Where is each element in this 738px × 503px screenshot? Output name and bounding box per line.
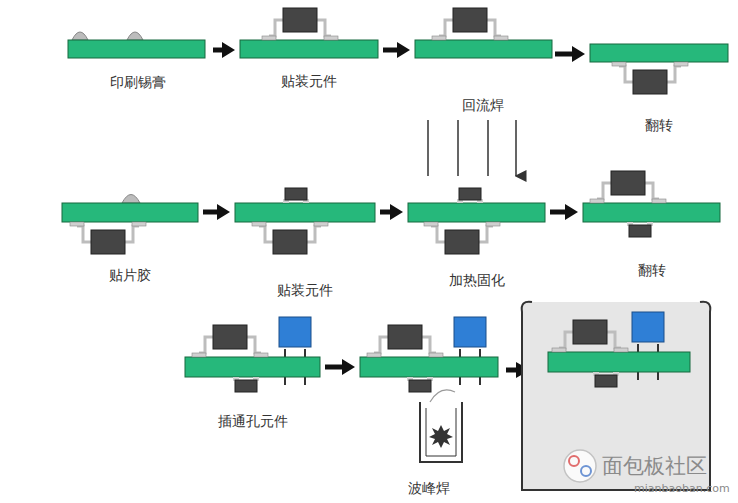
flow-arrow <box>383 42 410 58</box>
process-step: 回流焊 <box>413 5 552 114</box>
process-step: 翻转 <box>581 175 722 279</box>
step-label: 贴装元件 <box>233 282 377 299</box>
flow-arrow <box>550 204 578 220</box>
process-step: 贴片胶 <box>60 170 200 284</box>
process-step: 波峰焊 <box>358 310 500 497</box>
step-label: 波峰焊 <box>358 480 500 497</box>
flow-arrow <box>380 204 403 220</box>
step-label: 贴片胶 <box>60 267 200 284</box>
process-step: 翻转 <box>588 30 730 134</box>
flow-arrow <box>555 46 585 62</box>
step-label: 回流焊 <box>413 97 552 114</box>
flow-arrow <box>203 204 230 220</box>
step-label: 插通孔元件 <box>183 413 322 430</box>
process-step: 加热固化 <box>406 112 547 289</box>
step-label: 贴装元件 <box>238 73 380 90</box>
process-step: 插通孔元件 <box>183 310 322 430</box>
watermark-text: mianbaoban.com <box>634 482 730 495</box>
watermark-text: 面包板社区 <box>602 452 707 480</box>
process-step: 贴装元件 <box>238 5 380 90</box>
step-label: 印刷锡膏 <box>66 74 210 91</box>
process-step: 贴装元件 <box>233 175 377 299</box>
step-label: 加热固化 <box>406 272 547 289</box>
process-step: 印刷锡膏 <box>66 15 210 91</box>
flow-arrow <box>325 359 355 375</box>
step-label: 翻转 <box>581 262 722 279</box>
flow-arrow <box>213 42 235 58</box>
step-label: 翻转 <box>588 117 730 134</box>
